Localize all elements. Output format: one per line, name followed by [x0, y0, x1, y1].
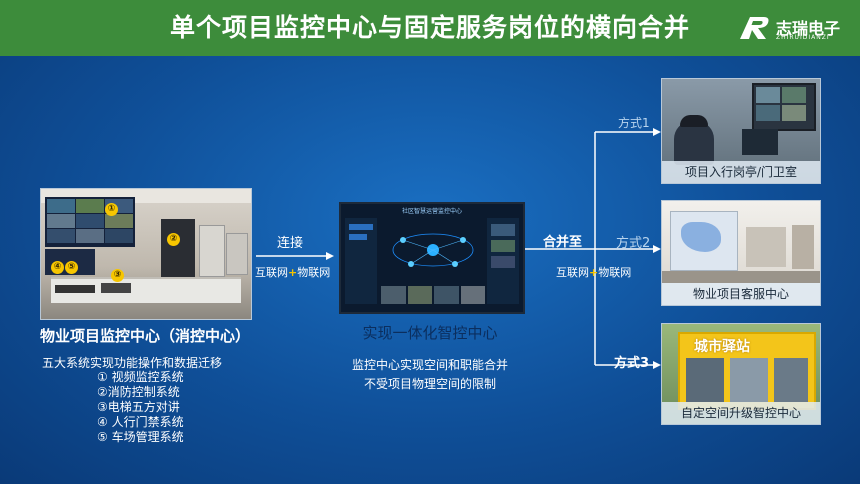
arrow-right-icon	[653, 361, 661, 369]
arrow-right-icon	[653, 128, 661, 136]
system-item: ⑤ 车场管理系统	[97, 430, 184, 444]
center-description-line: 不受项目物理空间的限制	[363, 377, 496, 391]
branch-arrows	[525, 128, 661, 369]
badge-2: ②	[167, 233, 180, 246]
network-label-1: 互联网+物联网	[255, 264, 330, 280]
badge-5: ⑤	[65, 261, 78, 274]
system-item: ③电梯五方对讲	[97, 400, 180, 414]
method-2-label: 方式2	[616, 236, 651, 251]
integrated-center-caption: 实现一体化智控中心	[362, 324, 498, 342]
plus-sign: +	[589, 266, 599, 279]
systems-list: ① 视频监控系统 ②消防控制系统 ③电梯五方对讲 ④ 人行门禁系统 ⑤ 车场管理…	[97, 370, 184, 445]
brand-logo: 志瑞电子 ZHIRUIDIANZI	[736, 13, 848, 45]
logo-text: 志瑞电子	[776, 19, 841, 38]
city-station-photo: 城市驿站 自定空间升级智控中心	[661, 323, 821, 425]
badge-1: ①	[105, 203, 118, 216]
internet-label: 互联网	[255, 266, 288, 279]
iot-label: 物联网	[297, 266, 331, 279]
badge-4: ④	[51, 261, 64, 274]
arrow-right-icon	[653, 245, 661, 253]
center-description-line: 监控中心实现空间和职能合并	[351, 358, 508, 372]
system-item: ②消防控制系统	[97, 385, 180, 399]
method-1-label: 方式1	[618, 116, 650, 130]
method-2-caption: 物业项目客服中心	[662, 283, 820, 305]
service-center-photo: 物业项目客服中心	[661, 200, 821, 306]
method-3-label: 方式3	[614, 356, 650, 371]
guard-figure	[674, 121, 714, 165]
five-systems-subtitle: 五大系统实现功能操作和数据迁移	[42, 356, 223, 370]
topology-graphic	[392, 233, 474, 267]
logo-icon	[740, 17, 769, 39]
badge-3: ③	[111, 269, 124, 282]
system-item: ④ 人行门禁系统	[97, 415, 184, 429]
plus-sign: +	[288, 266, 298, 279]
method-1-caption: 项目入行岗亭/门卫室	[662, 161, 820, 183]
connect-arrow	[256, 246, 334, 265]
header-bar	[0, 0, 860, 56]
kiosk: 城市驿站	[678, 332, 816, 410]
network-label-2: 互联网+物联网	[556, 264, 631, 280]
map-screen	[670, 211, 738, 271]
connect-label: 连接	[277, 236, 304, 251]
monitoring-center-caption: 物业项目监控中心（消控中心）	[39, 327, 250, 345]
arrow-right-icon	[256, 252, 334, 260]
system-item: ① 视频监控系统	[97, 370, 184, 384]
guard-booth-photo: 项目入行岗亭/门卫室	[661, 78, 821, 184]
logo-subtext: ZHIRUIDIANZI	[776, 34, 830, 41]
kiosk-sign: 城市驿站	[694, 339, 750, 355]
monitoring-room-photo: ① ② ④ ⑤ ③	[40, 188, 252, 320]
iot-label: 物联网	[598, 266, 632, 279]
internet-label: 互联网	[556, 266, 589, 279]
page-title: 单个项目监控中心与固定服务岗位的横向合并	[169, 13, 690, 42]
method-3-caption: 自定空间升级智控中心	[662, 402, 820, 424]
screen-title: 社区智慧运营监控中心	[401, 208, 462, 215]
video-wall	[45, 197, 135, 247]
smart-control-screen: 社区智慧运营监控中心	[339, 202, 525, 314]
merge-label: 合并至	[543, 235, 583, 250]
